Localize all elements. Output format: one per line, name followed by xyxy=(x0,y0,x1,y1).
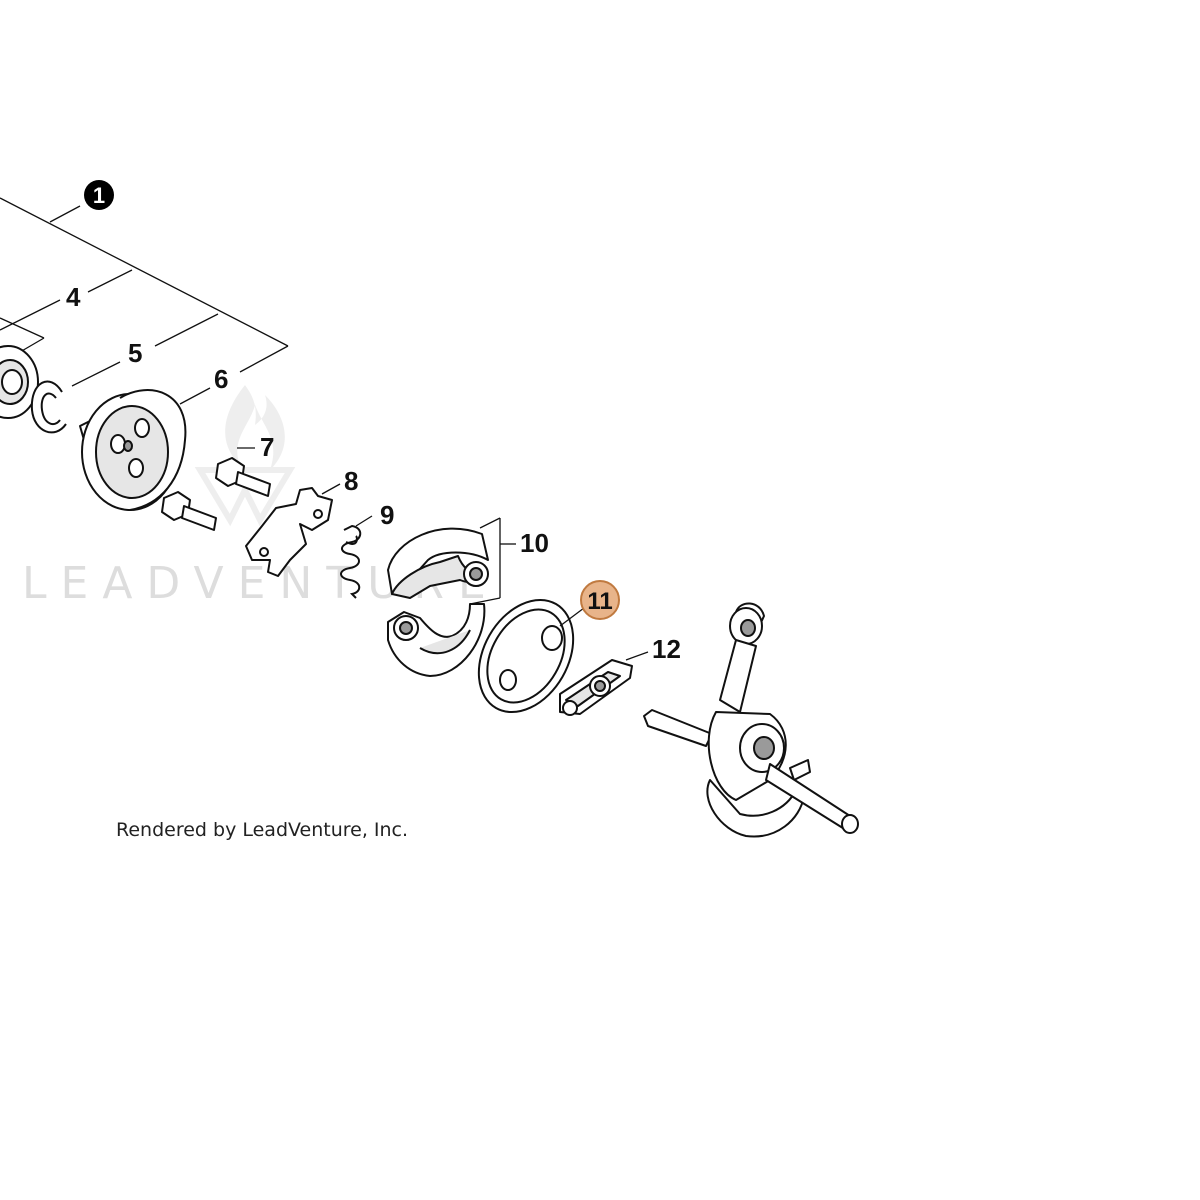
clutch-shoe-upper-part-10 xyxy=(387,527,489,599)
spring-part-9 xyxy=(340,524,362,599)
link-plate-part-12 xyxy=(559,659,633,716)
bolt-part-7 xyxy=(161,457,271,531)
callout-1-label: 1 xyxy=(93,183,105,208)
callout-6-label: 6 xyxy=(214,364,228,394)
callout-1-marker xyxy=(84,180,114,210)
clutch-shoe-lower-part-10 xyxy=(387,603,486,677)
credit-text: Rendered by LeadVenture, Inc. xyxy=(116,819,408,841)
callout-11-highlight-marker xyxy=(580,580,620,620)
callout-5-label: 5 xyxy=(128,338,142,368)
callout-9-label: 9 xyxy=(380,500,394,530)
assembly-bracket-lines xyxy=(0,197,289,405)
leader-lines xyxy=(237,447,649,661)
callout-4-label: 4 xyxy=(66,282,81,312)
callout-11-label: 11 xyxy=(587,588,612,615)
callout-11: 11 xyxy=(580,580,620,620)
snap-ring-part-5 xyxy=(30,380,67,434)
callout-10-label: 10 xyxy=(520,528,549,558)
clutch-plate-part-8 xyxy=(245,487,333,577)
plate-ring-part-11 xyxy=(477,598,575,714)
bearing-part xyxy=(0,345,39,419)
callout-8-label: 8 xyxy=(344,466,358,496)
callout-1: 1 xyxy=(84,180,114,210)
callout-12-label: 12 xyxy=(652,634,681,664)
clutch-drum-part-6 xyxy=(79,389,187,511)
callout-7-label: 7 xyxy=(260,432,274,462)
crankshaft xyxy=(643,602,859,838)
watermark-logo xyxy=(194,385,296,527)
